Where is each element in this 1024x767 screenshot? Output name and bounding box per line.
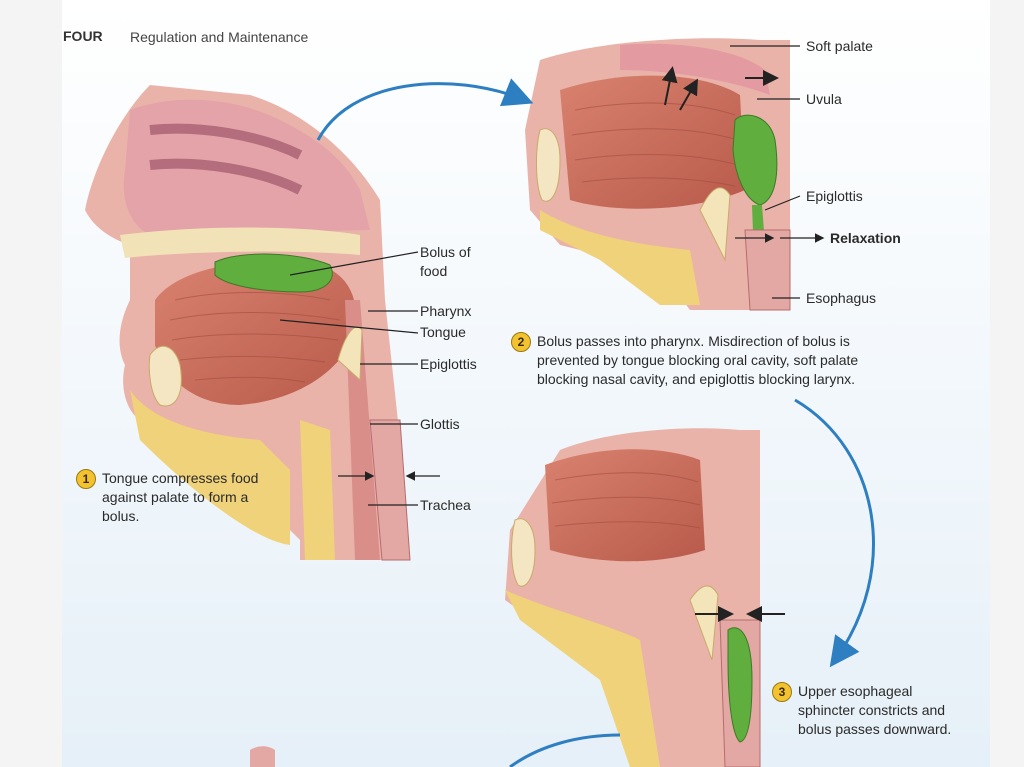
label-uvula: Uvula [806,90,842,109]
step-2: 2 Bolus passes into pharynx. Misdirectio… [511,332,886,389]
label-tongue: Tongue [420,323,466,342]
step-1-text: Tongue compresses food against palate to… [102,469,266,526]
step-3-text: Upper esophageal sphincter constricts an… [798,682,957,739]
label-bolus-of-food: Bolus of food [420,243,480,281]
step-1-number: 1 [76,469,96,489]
step-2-number: 2 [511,332,531,352]
label-epiglottis-1: Epiglottis [420,355,477,374]
label-soft-palate: Soft palate [806,37,873,56]
label-pharynx: Pharynx [420,302,471,321]
step-3: 3 Upper esophageal sphincter constricts … [772,682,957,739]
header-part: FOUR [63,28,103,44]
label-trachea: Trachea [420,496,471,515]
step-3-number: 3 [772,682,792,702]
header-title: Regulation and Maintenance [130,29,308,45]
step-2-text: Bolus passes into pharynx. Misdirection … [537,332,886,389]
label-epiglottis-2: Epiglottis [806,187,863,206]
label-relaxation: Relaxation [830,229,901,248]
label-glottis: Glottis [420,415,460,434]
label-esophagus: Esophagus [806,289,876,308]
step-1: 1 Tongue compresses food against palate … [76,469,266,526]
